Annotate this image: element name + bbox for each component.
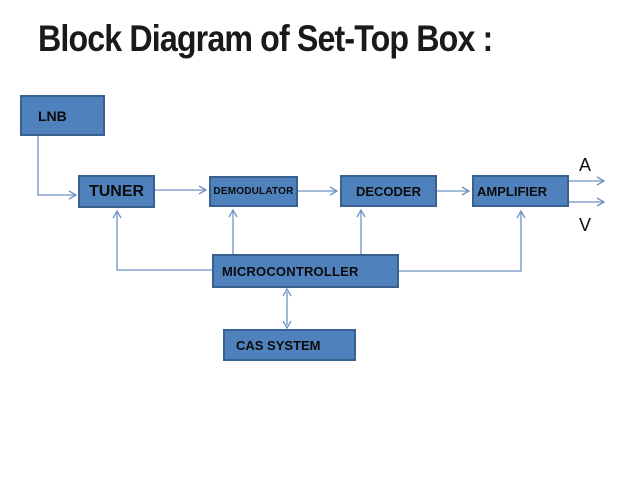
block-cas-system-label: CAS SYSTEM	[236, 337, 321, 353]
connector-tuner-demodulator	[155, 185, 208, 195]
block-tuner: TUNER	[78, 175, 155, 208]
connector-microcontroller-cas-system	[282, 287, 292, 330]
connector-amplifier-audio-out	[569, 176, 606, 186]
block-tuner-label: TUNER	[88, 182, 145, 200]
connector-demodulator-decoder	[298, 186, 339, 196]
block-lnb-label: LNB	[38, 107, 67, 124]
connector-microcontroller-decoder	[356, 208, 366, 254]
block-cas-system: CAS SYSTEM	[223, 329, 356, 361]
block-amplifier: AMPLIFIER	[472, 175, 569, 207]
block-decoder: DECODER	[340, 175, 437, 207]
block-amplifier-label: AMPLIFIER	[477, 183, 548, 199]
audio-output-label: A	[579, 155, 592, 175]
connector-microcontroller-tuner	[112, 209, 212, 271]
connector-decoder-amplifier	[437, 186, 471, 196]
connector-amplifier-video-out	[569, 197, 606, 207]
connector-microcontroller-demodulator	[228, 208, 238, 254]
connector-lnb-tuner	[37, 136, 78, 200]
block-demodulator-label: DEMODULATOR	[213, 186, 294, 197]
block-lnb: LNB	[20, 95, 105, 136]
video-output-label: V	[579, 215, 592, 235]
block-microcontroller: MICROCONTROLLER	[212, 254, 399, 288]
block-decoder-label: DECODER	[355, 183, 421, 199]
connector-microcontroller-amplifier	[399, 209, 526, 272]
block-microcontroller-label: MICROCONTROLLER	[222, 263, 359, 279]
slide-title: Block Diagram of Set-Top Box :	[38, 18, 493, 59]
block-demodulator: DEMODULATOR	[209, 176, 298, 207]
